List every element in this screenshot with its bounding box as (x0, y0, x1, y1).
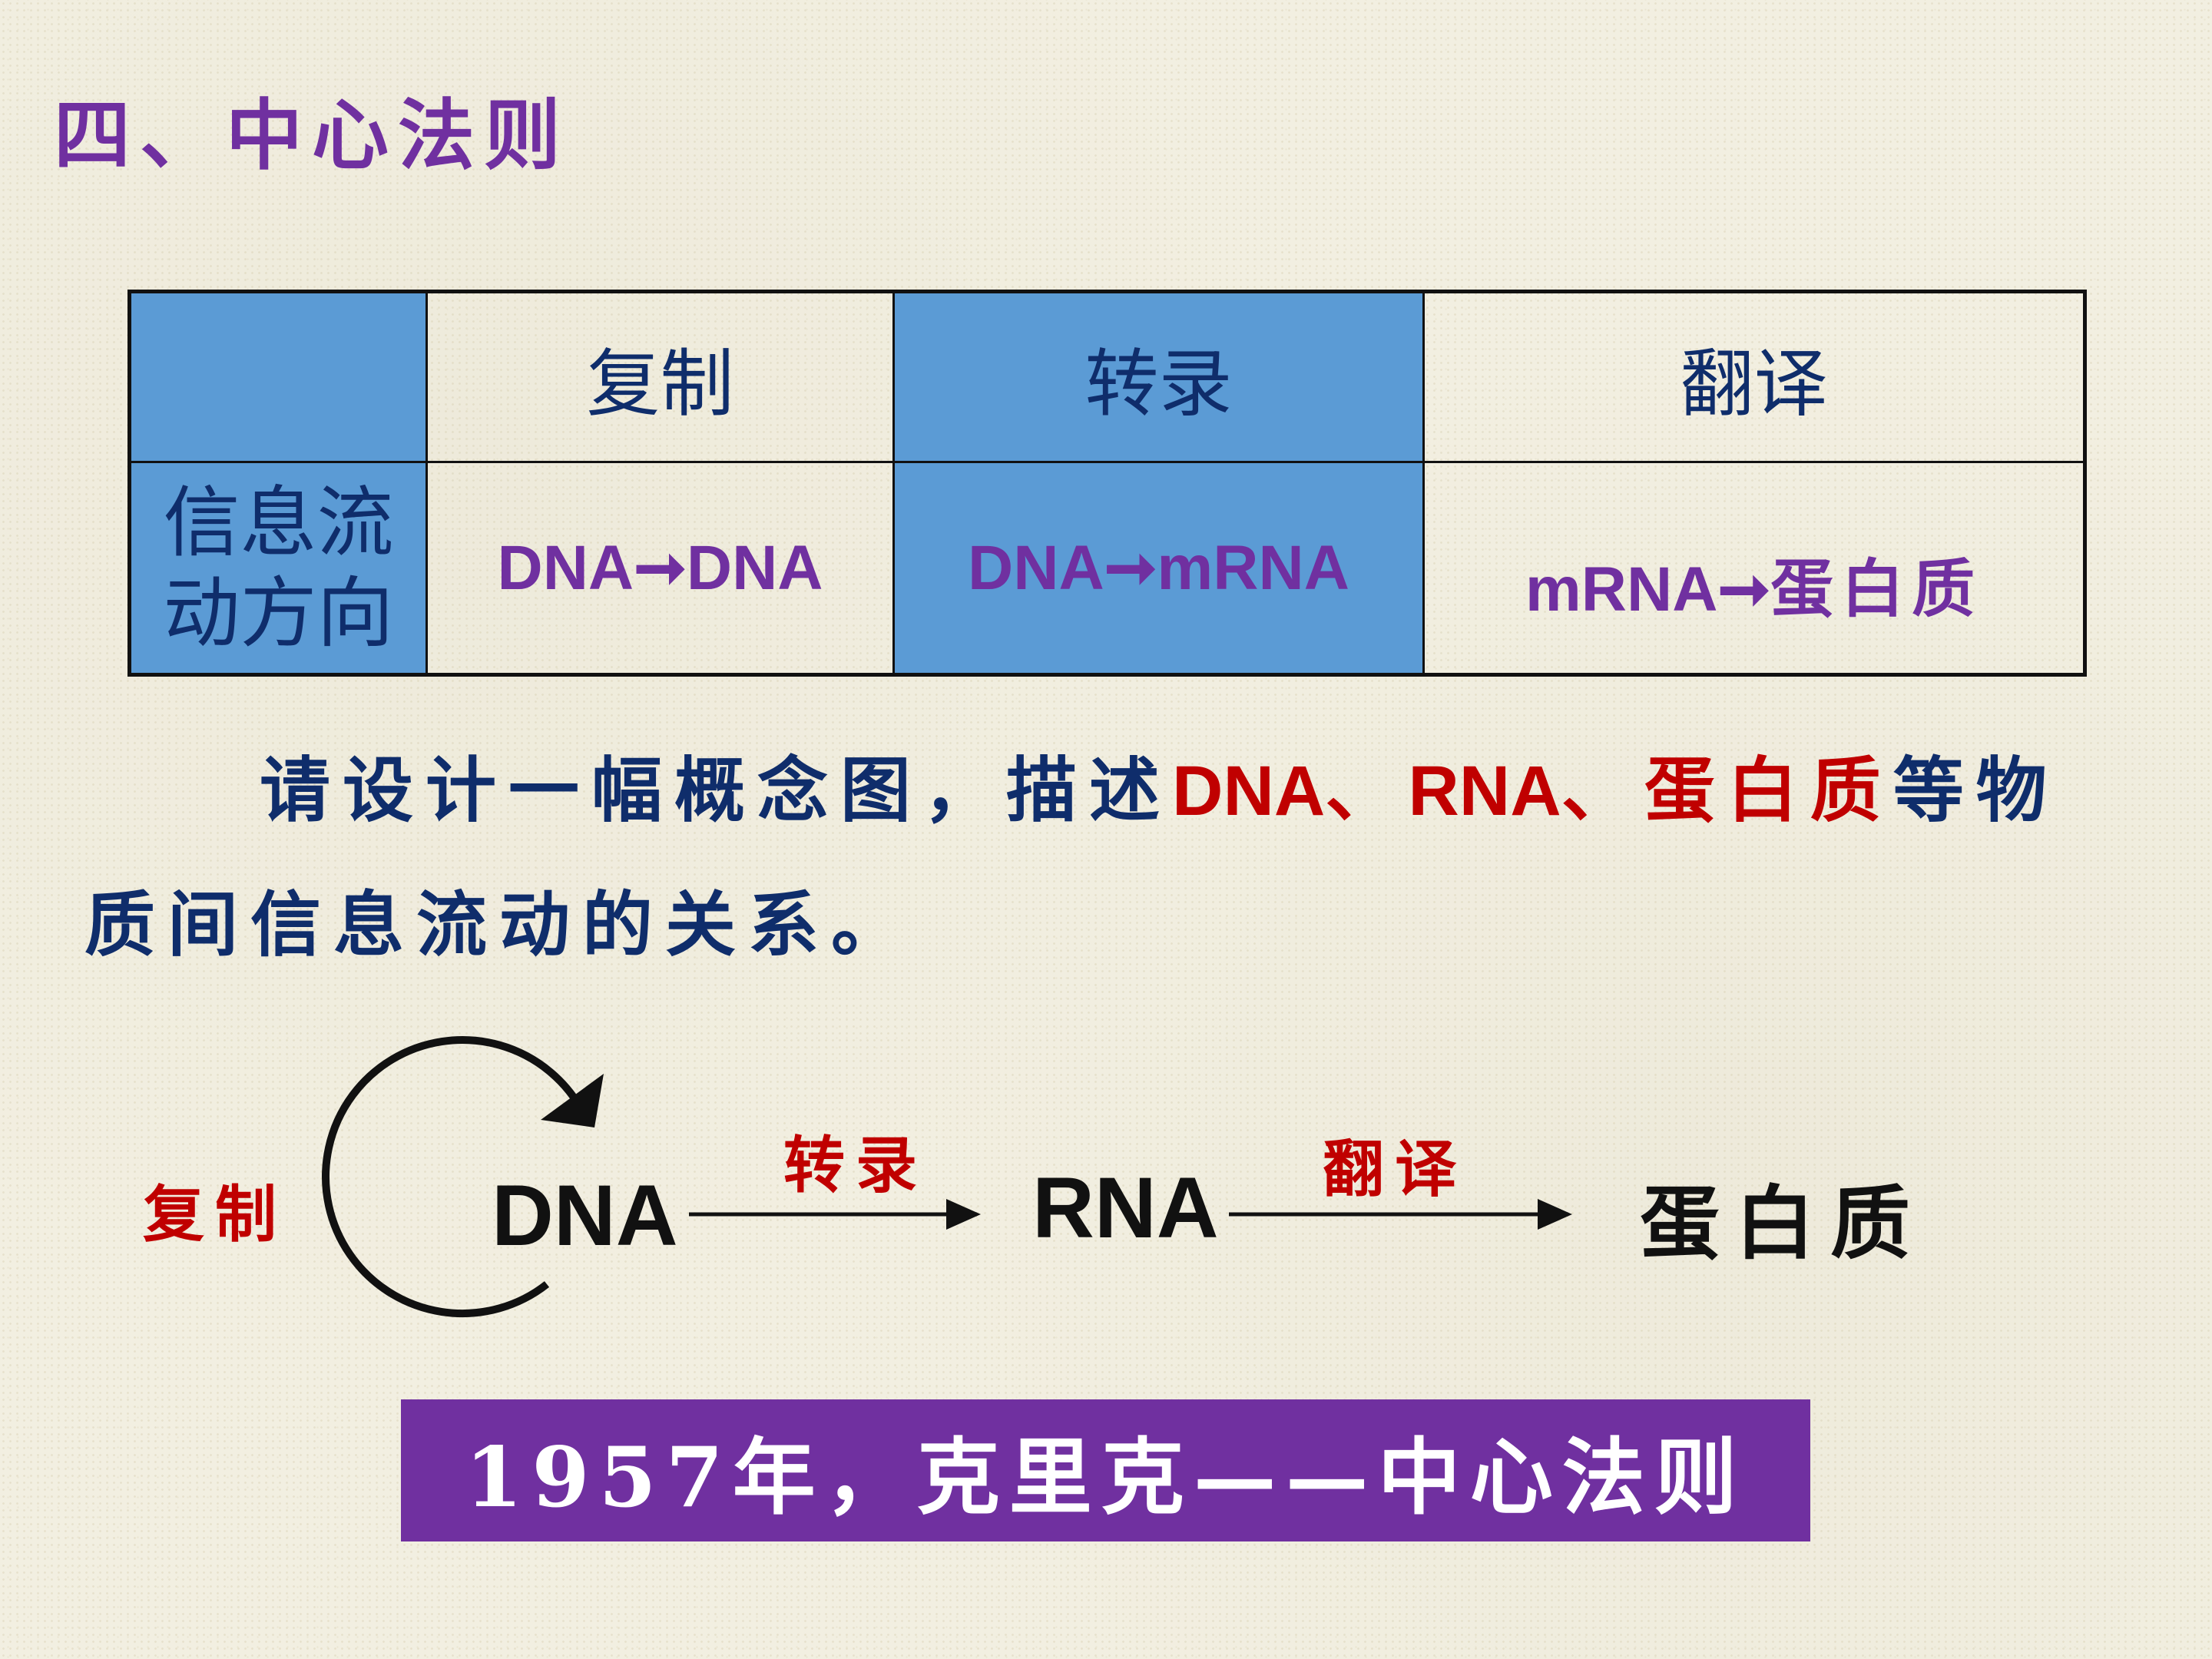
flow-transcription: DNA➞mRNA (968, 533, 1349, 603)
row-label-line2: 动方向 (163, 568, 394, 658)
replication-label: 复制 (143, 1178, 287, 1250)
prompt-line-1: 请设计一幅概念图，描述DNA、RNA、蛋白质等物 (260, 749, 2059, 832)
replication-arrowhead (541, 1074, 604, 1128)
protein-node: 蛋白质 (1640, 1176, 1926, 1270)
flow-cell-replication: DNA➞DNA (426, 461, 895, 676)
flow-translation: mRNA➞蛋白质 (1525, 552, 1983, 626)
prompt-line-2: 质间信息流动的关系。 (84, 883, 915, 966)
info-flow-table: 复制 转录 翻译 信息流 动方向 DNA➞DNA DNA➞mRNA mRNA➞蛋… (127, 290, 2087, 677)
translation-label: 翻译 (1323, 1133, 1467, 1205)
flow-cell-translation: mRNA➞蛋白质 (1422, 461, 2086, 676)
row-label-line1: 信息流 (163, 477, 394, 568)
banner-text: 1957年，克里克——中心法则 (465, 1429, 1747, 1526)
history-banner: 1957年，克里克——中心法则 (401, 1399, 1810, 1541)
flow-replication: DNA➞DNA (497, 533, 823, 603)
replication-loop-arrow (322, 1036, 588, 1318)
rna-node: RNA (1032, 1160, 1219, 1256)
flow-cell-transcription: DNA➞mRNA (892, 461, 1425, 676)
header-translation: 翻译 (1422, 290, 2086, 463)
row-label-info-flow: 信息流 动方向 (128, 461, 428, 676)
header-transcription: 转录 (892, 290, 1425, 463)
table-header-row: 复制 转录 翻译 (128, 290, 2086, 463)
table-corner-cell (128, 290, 428, 463)
slide-title: 四、中心法则 (54, 90, 570, 180)
table-row: 信息流 动方向 DNA➞DNA DNA➞mRNA mRNA➞蛋白质 (128, 461, 2086, 676)
header-replication: 复制 (426, 290, 895, 463)
dna-node: DNA (492, 1167, 678, 1263)
transcription-label: 转录 (783, 1129, 928, 1201)
